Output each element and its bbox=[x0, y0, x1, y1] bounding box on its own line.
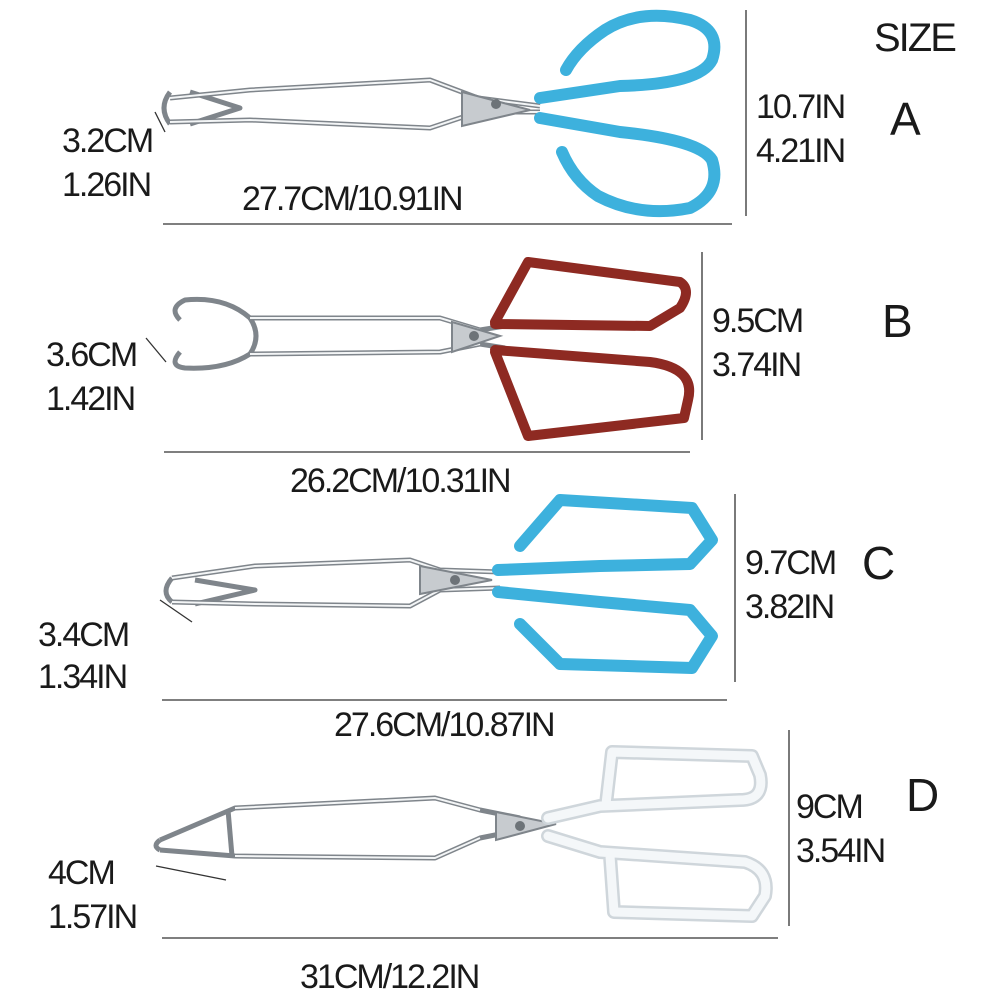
handles bbox=[492, 494, 718, 674]
tip-dimension-cm: 3.6CM bbox=[46, 336, 138, 374]
handle-dimension-primary: 10.7IN bbox=[756, 88, 846, 126]
handle-dimension-primary: 9CM bbox=[796, 788, 864, 826]
tongs-c bbox=[163, 494, 718, 674]
tongs-b bbox=[172, 257, 695, 441]
tongs-a bbox=[161, 9, 721, 218]
scissor-joint bbox=[419, 564, 493, 596]
length-dimension: 27.7CM/10.91IN bbox=[242, 180, 464, 218]
handle-dimension-secondary: 3.74IN bbox=[712, 346, 802, 384]
handle-dimension-secondary: 3.82IN bbox=[745, 588, 835, 626]
tip-dimension-in: 1.42IN bbox=[46, 380, 136, 418]
scissor-joint bbox=[461, 90, 531, 128]
size-title: SIZE bbox=[874, 16, 957, 60]
length-dimension: 26.2CM/10.31IN bbox=[290, 462, 512, 500]
handles bbox=[534, 9, 721, 218]
size-letter-a: A bbox=[890, 93, 921, 145]
tip-dimension-cm: 3.2CM bbox=[62, 122, 154, 160]
scissor-joint bbox=[495, 810, 557, 842]
tip-dimension-cm: 3.4CM bbox=[38, 616, 130, 654]
length-dimension: 31CM/12.2IN bbox=[300, 958, 480, 996]
size-letter-d: D bbox=[906, 769, 939, 821]
size-letter-b: B bbox=[882, 295, 913, 347]
handles bbox=[541, 745, 773, 923]
tip-dimension-in: 1.34IN bbox=[38, 658, 128, 696]
handles bbox=[490, 257, 695, 441]
steel-arms bbox=[172, 296, 506, 371]
scissor-joint bbox=[451, 320, 504, 354]
size-letter-c: C bbox=[862, 537, 895, 589]
tip-dimension-in: 1.57IN bbox=[48, 898, 138, 936]
tip-dimension-cm: 4CM bbox=[48, 854, 116, 892]
dimension-lines bbox=[145, 10, 790, 939]
length-dimension: 27.6CM/10.87IN bbox=[334, 706, 556, 744]
handle-dimension-primary: 9.7CM bbox=[745, 544, 837, 582]
handle-dimension-secondary: 3.54IN bbox=[796, 832, 886, 870]
tip-dimension-in: 1.26IN bbox=[62, 166, 152, 204]
handle-dimension-primary: 9.5CM bbox=[712, 302, 804, 340]
tongs-d bbox=[153, 745, 773, 923]
handle-dimension-secondary: 4.21IN bbox=[756, 132, 846, 170]
